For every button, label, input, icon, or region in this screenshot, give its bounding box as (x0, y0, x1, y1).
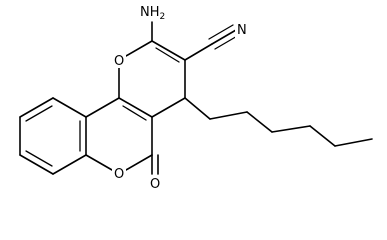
pyran-oxygen-label: O (114, 54, 124, 69)
lactone-oxygen-label: O (114, 167, 124, 182)
amino-label: NH2 (140, 5, 165, 22)
atom-label-nitrile-n: N (235, 22, 249, 38)
atom-label-lactone-oxygen: O (112, 166, 126, 182)
atom-label-carbonyl-oxygen: O (148, 176, 162, 192)
pyran-ring (118, 40, 186, 118)
carbonyl-oxygen-label: O (150, 177, 160, 192)
atom-label-pyran-oxygen: O (112, 52, 126, 69)
molecule-canvas: NH2 O N O O (19, 4, 373, 192)
nitrile-n-label: N (237, 23, 247, 38)
hexyl-chain (184, 97, 373, 147)
nitrile-group (184, 24, 240, 61)
atom-label-amino: NH2 (139, 4, 167, 22)
pyranone-ring (85, 97, 159, 175)
chemical-structure-diagram: NH2 O N O O (19, 4, 373, 192)
benzene-ring (19, 97, 87, 175)
